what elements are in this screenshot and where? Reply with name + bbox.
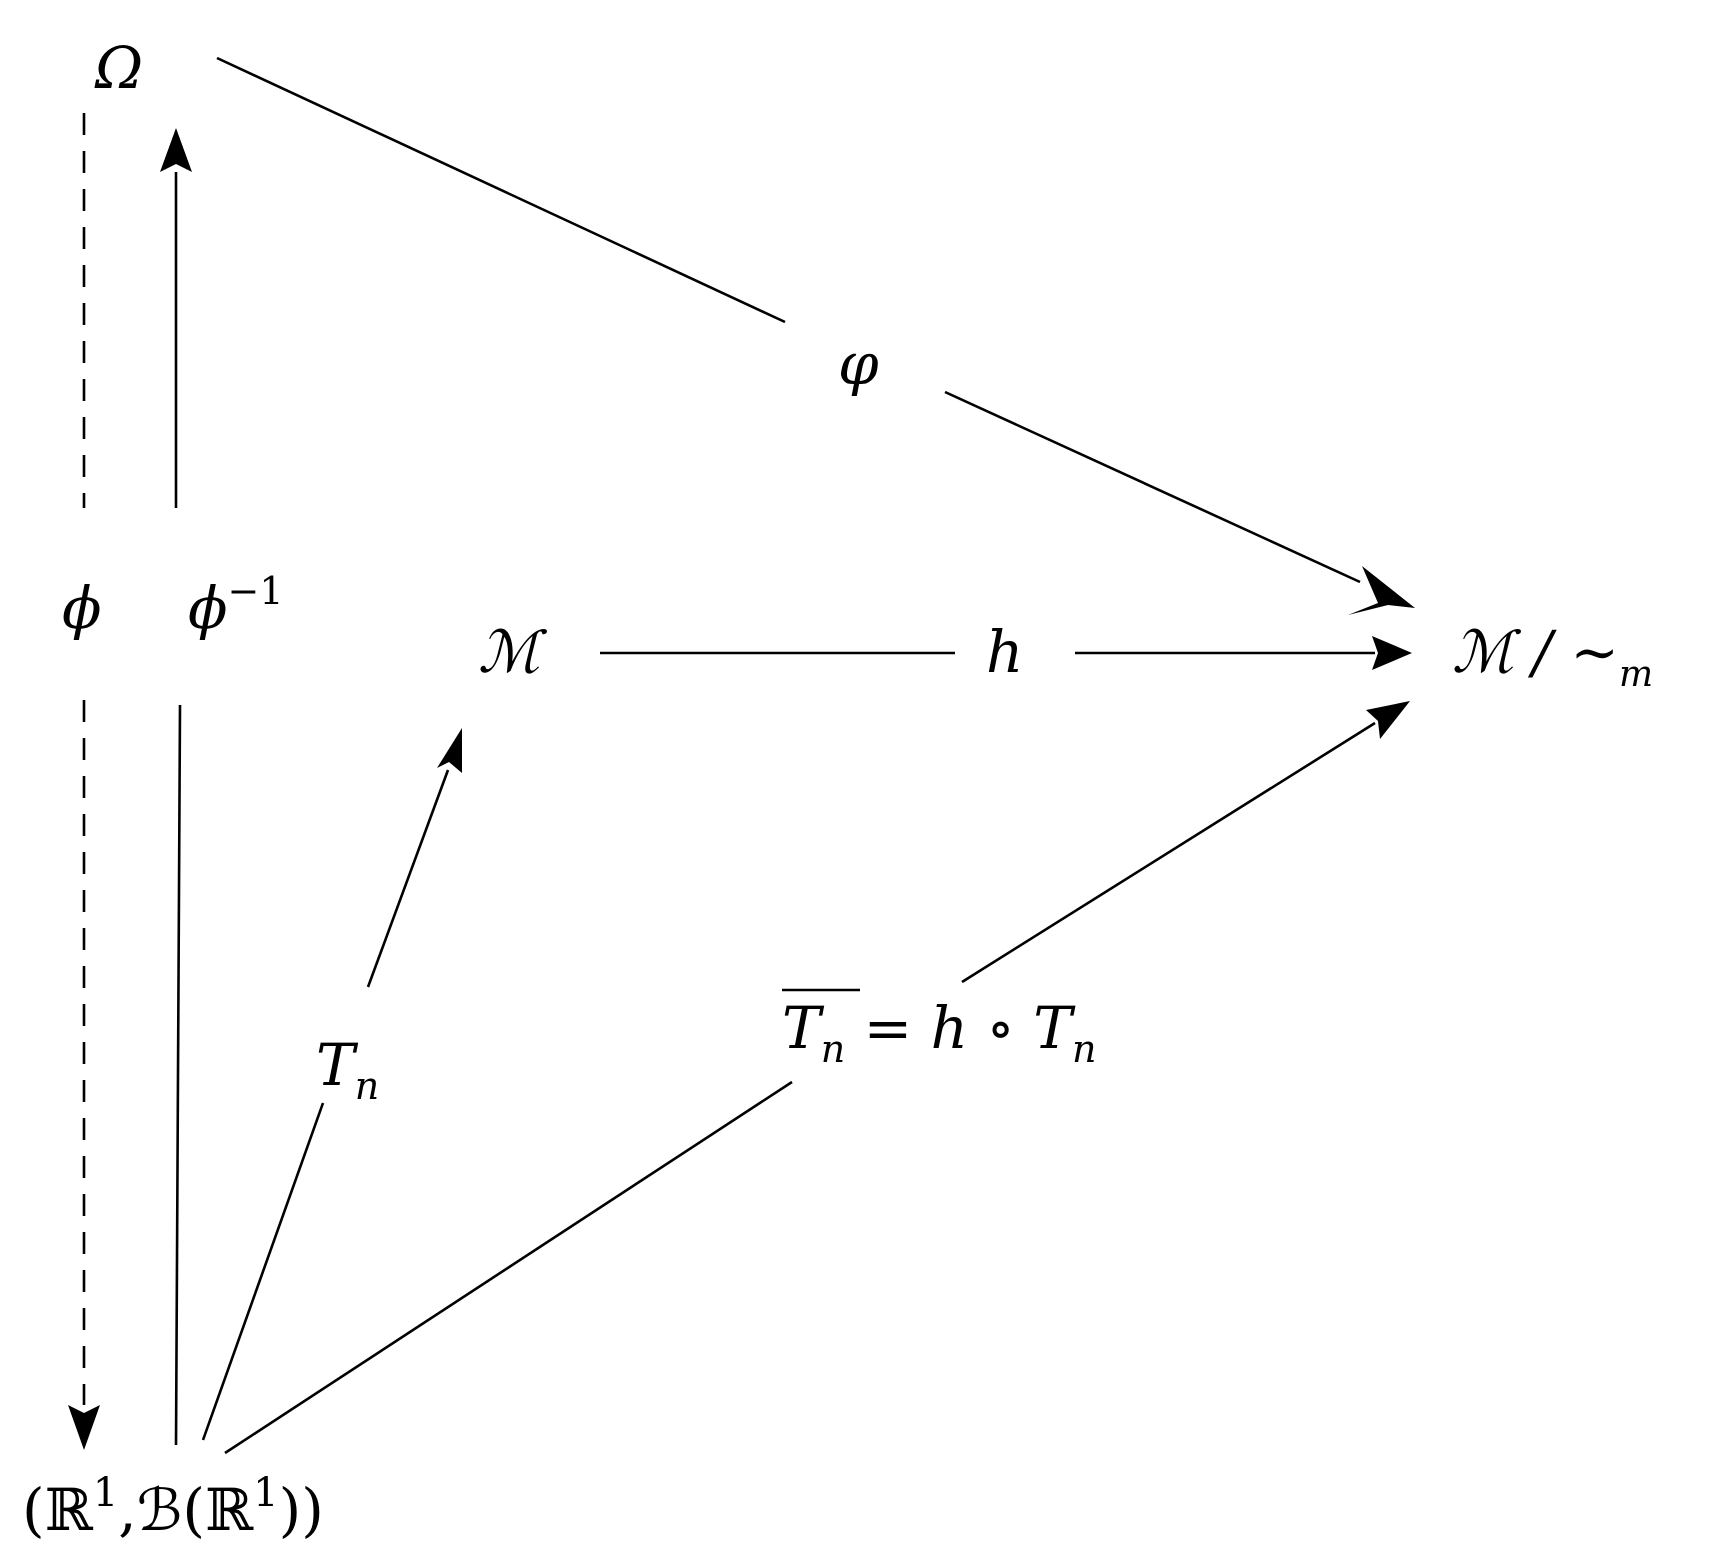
quotient-sub: m (1619, 654, 1653, 695)
arrowhead (1366, 701, 1410, 739)
borel-part-b: ,ℬ(ℝ (118, 1476, 254, 1544)
edge-phi-inverse (160, 128, 192, 1446)
label-tn: Tn (316, 1031, 379, 1108)
label-varphi: φ (838, 330, 879, 398)
arrowhead (1348, 566, 1415, 615)
edge-tn (201, 728, 462, 1441)
node-borel-space: (ℝ1,ℬ(ℝ1)) (22, 1470, 324, 1544)
tbar-main: T (782, 994, 825, 1062)
tbar-sub: n (821, 1027, 845, 1071)
label-phi-inverse: ϕ−1 (188, 569, 284, 642)
edge-h (600, 636, 1412, 670)
label-tn-bar: Tn = h ∘ Tn (782, 988, 1096, 1071)
borel-sup-1: 1 (93, 1470, 118, 1516)
quotient-main: ℳ / ∼ (1452, 618, 1619, 686)
phi-inverse-base: ϕ (188, 574, 228, 642)
phi-inverse-sup: −1 (228, 569, 284, 613)
arrowhead (1372, 636, 1412, 670)
label-h: h (986, 618, 1023, 686)
borel-part-a: (ℝ (22, 1476, 94, 1544)
tn-main: T (316, 1031, 359, 1099)
label-phi: ϕ (62, 574, 102, 642)
arrowhead (68, 1405, 100, 1450)
tn-bar-text: Tn = h ∘ Tn (782, 994, 1096, 1071)
borel-sup-2: 1 (253, 1470, 278, 1516)
edge-tn-bar (224, 701, 1410, 1455)
node-omega: Ω (94, 34, 143, 102)
arrowhead (160, 128, 192, 172)
borel-part-c: )) (279, 1476, 324, 1544)
edge-varphi (216, 56, 1415, 615)
arrowhead (437, 728, 462, 773)
node-m: ℳ (478, 618, 548, 686)
node-quotient: ℳ / ∼m (1452, 618, 1653, 695)
tbar-eq: = h ∘ T (845, 994, 1076, 1062)
tbar-eq-sub: n (1072, 1027, 1096, 1071)
tn-sub: n (355, 1064, 379, 1108)
edge-phi (68, 113, 100, 1450)
